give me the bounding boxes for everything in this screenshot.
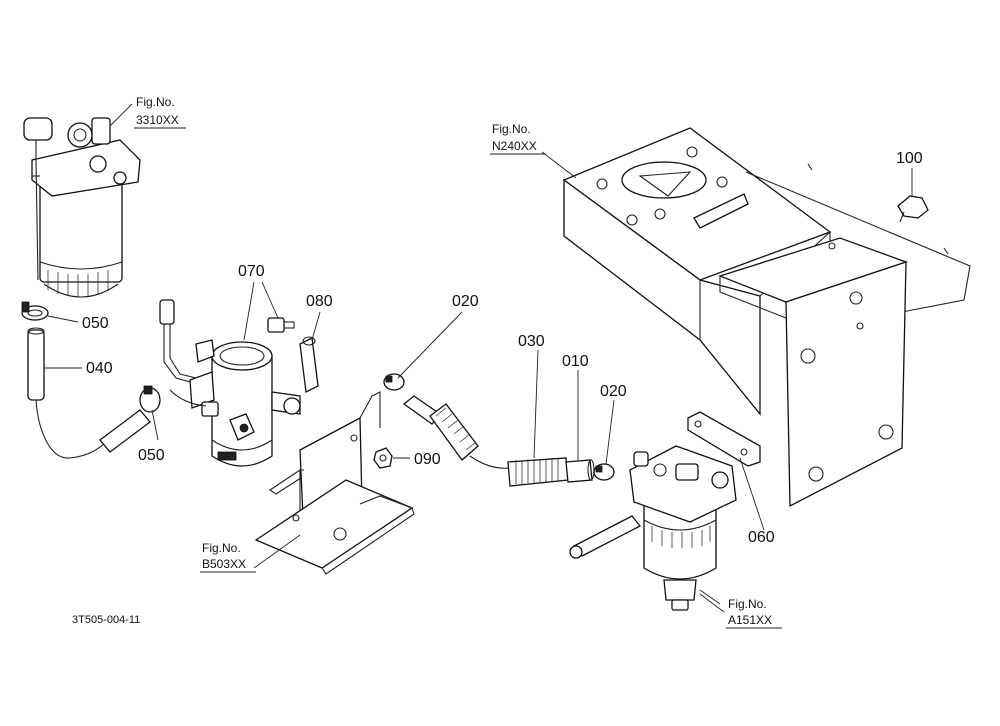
fig-a151-line2: A151XX [728,613,772,627]
fig-3310-line2: 3310XX [136,113,179,127]
part-number-020-right: 020 [600,383,627,400]
hose-clamp-020-right [593,463,615,481]
fuel-pump-070 [159,299,301,467]
part-number-030: 030 [518,333,545,350]
bolt-080 [267,317,319,393]
hose-clamp-020-left [383,373,405,391]
fig-a151-line1: Fig.No. [728,597,767,611]
bracket-b503 [254,391,415,575]
part-number-090: 090 [414,451,441,468]
part-number-100: 100 [896,150,923,167]
part-number-060: 060 [748,529,775,546]
plate-060 [687,411,761,467]
fig-3310-line1: Fig.No. [136,95,175,109]
hose-clamp-050-upper [21,301,49,321]
hose-spring-left [402,395,511,469]
fig-n240-line1: Fig.No. [492,122,531,136]
fig-b503-line2: B503XX [202,557,246,571]
fuel-filter-upper-left [23,117,141,298]
fig-n240-line2: N240XX [492,139,537,153]
part-number-040: 040 [86,360,113,377]
nut-090 [373,447,393,469]
bolt-100 [897,195,929,223]
part-number-050-lower: 050 [138,447,165,464]
fuel-filter-lower-right [569,445,737,611]
spring-030 [507,457,569,487]
drawing-code: 3T505-004-11 [72,614,140,626]
part-number-010: 010 [562,353,589,370]
fuel-hose-040 [27,327,109,459]
part-number-050-upper: 050 [82,315,109,332]
pipe-010 [565,459,595,483]
hose-clamp-050-lower [99,385,161,453]
part-number-020-left: 020 [452,293,479,310]
part-number-080: 080 [306,293,333,310]
part-number-070: 070 [238,263,265,280]
fig-b503-line1: Fig.No. [202,541,241,555]
main-bracket-n240 [562,127,971,508]
